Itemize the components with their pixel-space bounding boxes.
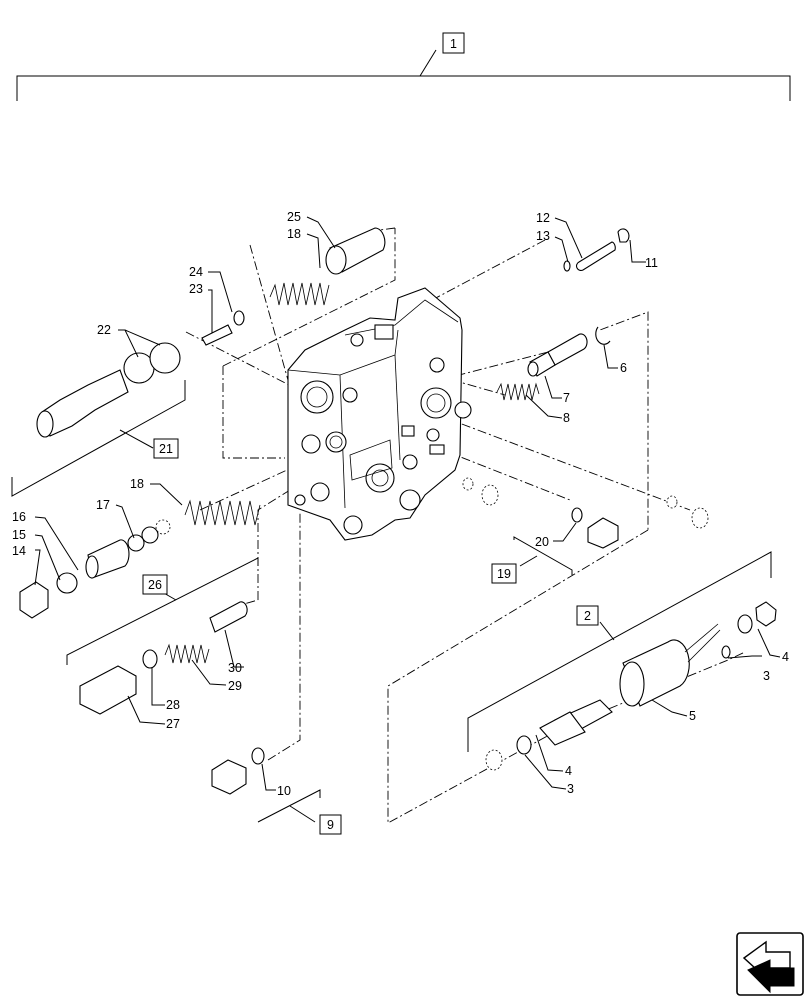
- assembly-label: 1: [450, 37, 457, 51]
- callout-14: 14: [12, 544, 26, 558]
- spring-18-top: [269, 282, 330, 306]
- assembly-guide-lines: [185, 227, 746, 824]
- callout-18b: 18: [130, 477, 144, 491]
- spring-18-mid: [184, 499, 261, 526]
- group-bracket-21: 21: [11, 380, 186, 497]
- svg-text:2: 2: [584, 609, 591, 623]
- callout-25: 25: [287, 210, 301, 224]
- assembly-bracket: 1: [16, 32, 791, 101]
- callout-11: 11: [645, 256, 658, 270]
- assembly-label-box: [442, 32, 465, 54]
- callout-8: 8: [563, 411, 570, 425]
- callout-16: 16: [12, 510, 26, 524]
- callout-3b: 3: [567, 782, 574, 796]
- plugs: [211, 477, 709, 795]
- svg-text:19: 19: [497, 567, 511, 581]
- callout-30: 30: [228, 661, 242, 675]
- group-bracket-26: 26: [66, 557, 259, 665]
- svg-text:26: 26: [148, 578, 162, 592]
- group-bracket-2: 2: [467, 551, 772, 752]
- spring-29: [164, 643, 210, 664]
- callout-4a: 4: [782, 650, 789, 664]
- callout-24: 24: [189, 265, 203, 279]
- callout-20: 20: [535, 535, 549, 549]
- lower-left-parts: [79, 601, 248, 715]
- solenoid-assembly: [485, 601, 777, 771]
- callout-28: 28: [166, 698, 180, 712]
- callout-10: 10: [277, 784, 291, 798]
- callout-7: 7: [563, 391, 570, 405]
- spring-8: [496, 382, 540, 401]
- callout-29: 29: [228, 679, 242, 693]
- callout-15: 15: [12, 528, 26, 542]
- callout-17: 17: [96, 498, 110, 512]
- callout-22: 22: [97, 323, 111, 337]
- callout-12: 12: [536, 211, 550, 225]
- callout-4b: 4: [565, 764, 572, 778]
- leader-lines: [34, 216, 781, 791]
- callout-6: 6: [620, 361, 627, 375]
- callout-3a: 3: [763, 669, 770, 683]
- callout-labels: 25 18 24 23 22 12 13 11 6 7 8 18 17 16 1…: [12, 210, 789, 798]
- callout-23: 23: [189, 282, 203, 296]
- top-left-parts: [36, 227, 386, 438]
- spool-assembly-right: [496, 228, 630, 401]
- callout-5: 5: [689, 709, 696, 723]
- callout-18: 18: [287, 227, 301, 241]
- svg-text:21: 21: [159, 442, 173, 456]
- callout-27: 27: [166, 717, 180, 731]
- next-page-arrow-icon[interactable]: [736, 932, 804, 996]
- svg-text:9: 9: [327, 818, 334, 832]
- valve-body: [287, 287, 472, 541]
- middle-left-parts: [19, 499, 261, 619]
- group-bracket-19: 19: [491, 536, 573, 584]
- group-bracket-9: 9: [257, 789, 342, 835]
- callout-13: 13: [536, 229, 550, 243]
